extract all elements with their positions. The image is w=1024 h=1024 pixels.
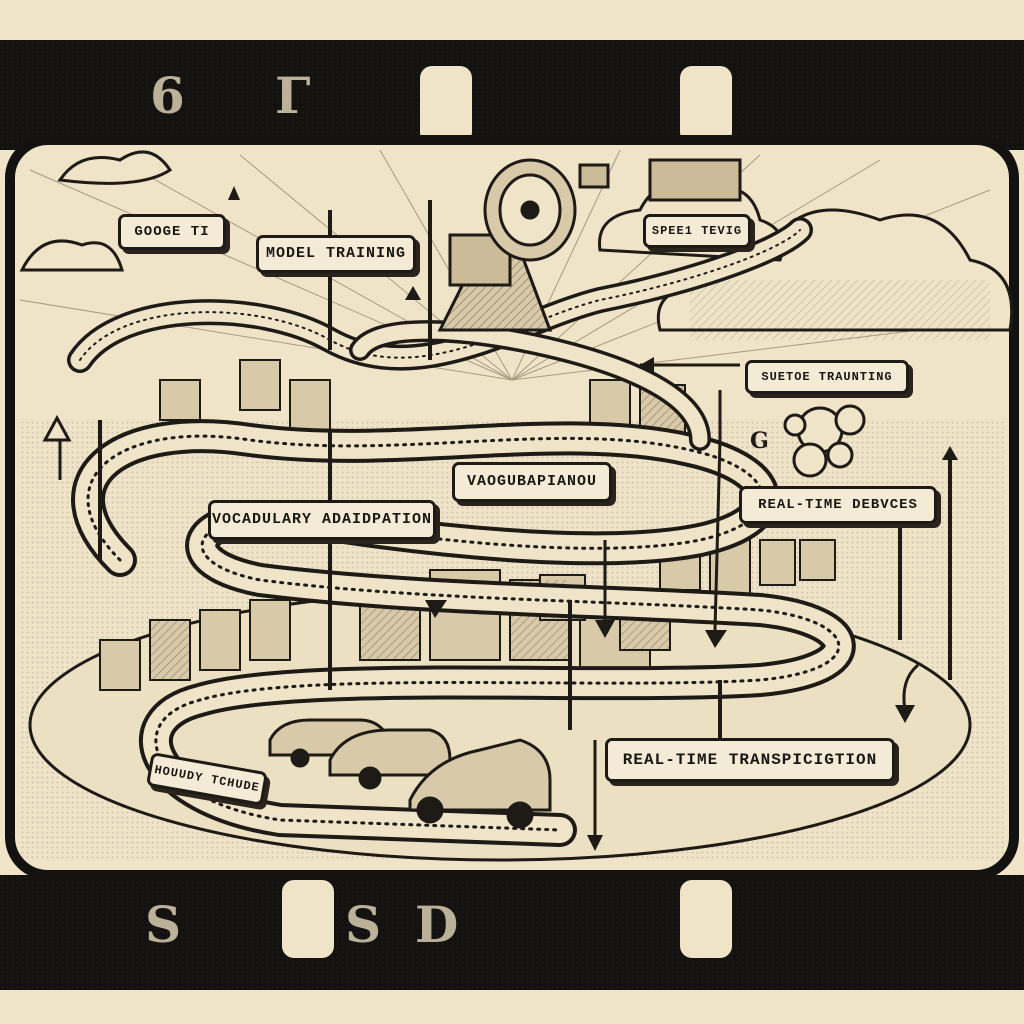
sprocket-hole [680, 66, 732, 144]
sprocket-hole [680, 880, 732, 958]
film-mark-bottom-left: S [145, 895, 182, 954]
sprocket-hole [282, 880, 334, 958]
gear-cluster [783, 404, 866, 478]
film-mark-top-mid: Γ [275, 66, 311, 125]
vehicles [268, 718, 552, 829]
label-realtime-transcription: REAL-TIME TRANSPICIGTION [605, 738, 895, 782]
film-mark-top-left: 6 [150, 66, 185, 125]
sprocket-hole [420, 66, 472, 144]
label-vocabulary-adaptation: VOCADULARY ADAIDPATION [208, 500, 436, 540]
projector-machine [437, 158, 742, 332]
g-glyph: G [750, 428, 769, 454]
film-mark-bottom-right: D [415, 895, 459, 954]
film-mark-bottom-mid: S [345, 895, 382, 954]
label-vocab-adaptation-upper: VAOGUBAPIANOU [452, 462, 612, 502]
label-realtime-devices: REAL-TIME DEBVCES [739, 486, 937, 524]
label-speech-training: SUETOE TRAUNTING [745, 360, 909, 394]
label-speech-tuning: SPEE1 TEVIG [643, 214, 751, 248]
label-google-tile: GOOGE TI [118, 214, 226, 250]
flow-arrows [593, 363, 952, 835]
label-model-training: MODEL TRAINING [256, 235, 416, 273]
conveyor-track [67, 217, 856, 847]
arrow-heads [228, 186, 958, 851]
